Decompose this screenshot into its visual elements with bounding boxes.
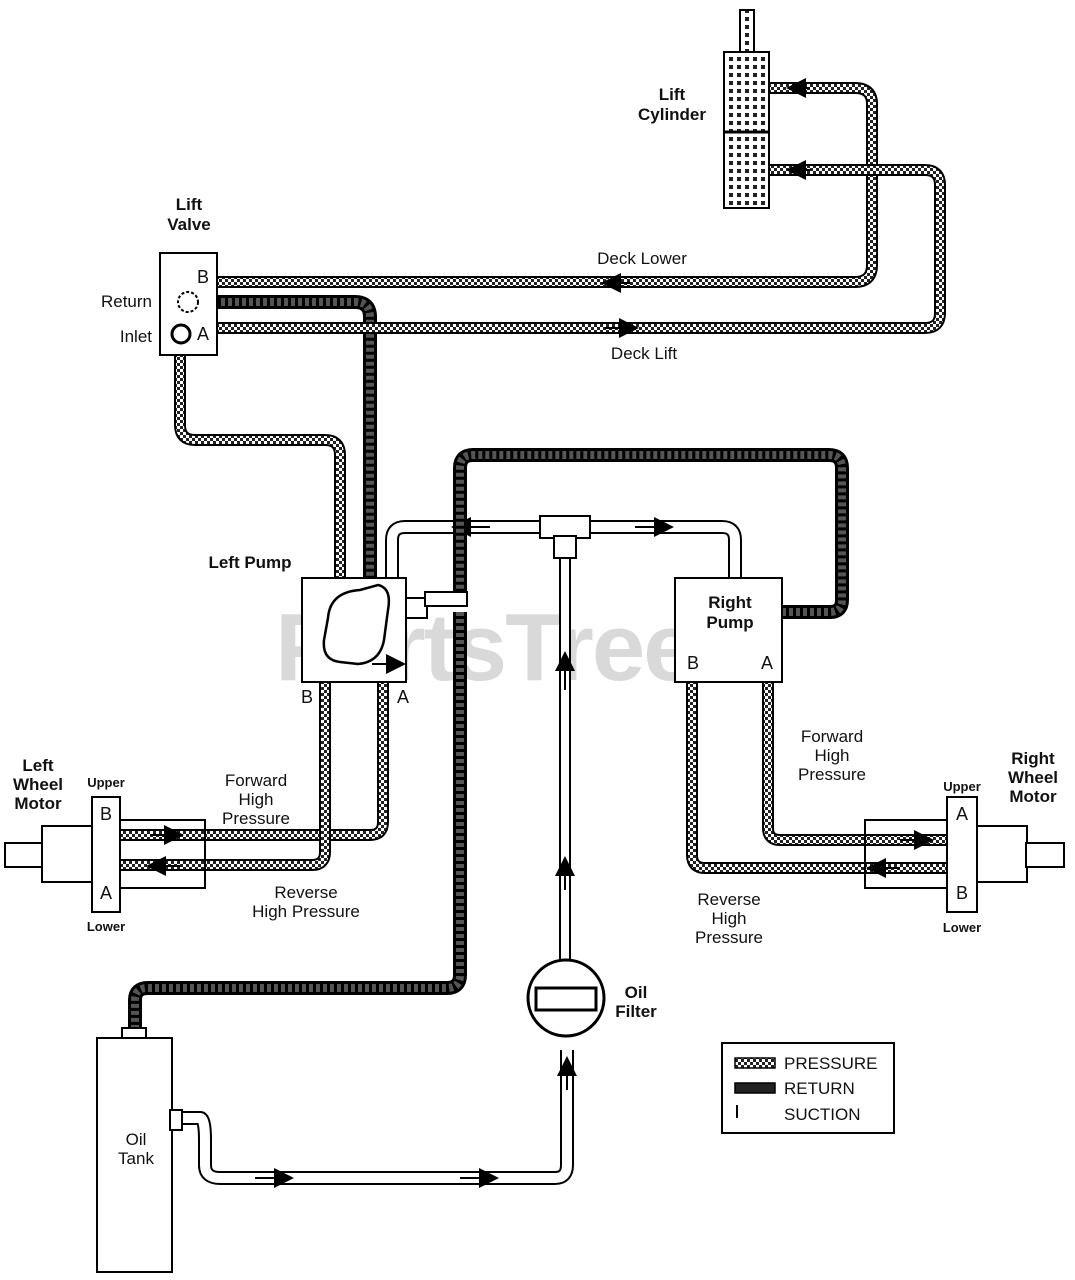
drain-tee: [424, 591, 468, 607]
right-forward-label-2: High: [815, 746, 850, 765]
right-motor-case: [864, 819, 948, 889]
legend: PRESSURE RETURN SUCTION: [721, 1042, 895, 1134]
lift-valve-label-1: Lift: [176, 195, 203, 214]
suction-tee-stem: [553, 535, 577, 559]
right-motor-housing: [976, 825, 1028, 883]
left-motor-port-top: B: [100, 804, 112, 824]
right-motor-port-bottom: B: [956, 883, 968, 903]
right-pump-label-1: Right: [708, 593, 752, 612]
right-forward-label-3: Pressure: [798, 765, 866, 784]
left-motor-label-3: Motor: [14, 794, 62, 813]
pump-drain-fitting: [404, 597, 428, 619]
pressure-arrows: [146, 78, 934, 878]
lift-valve-inlet-label: Inlet: [120, 327, 152, 346]
left-wheel-motor: [4, 796, 206, 913]
right-motor-label-1: Right: [1011, 749, 1055, 768]
lift-valve-return-label: Return: [101, 292, 152, 311]
right-motor-label-2: Wheel: [1008, 768, 1058, 787]
right-motor-label-3: Motor: [1009, 787, 1057, 806]
right-motor-shaft: [1025, 842, 1065, 868]
return-lines: [128, 295, 849, 1036]
left-motor-label-1: Left: [22, 756, 54, 775]
left-motor-lower-label: Lower: [87, 919, 125, 934]
left-forward-label-3: Pressure: [222, 809, 290, 828]
left-reverse-label-2: High Pressure: [252, 902, 360, 921]
cylinder-barrel: [723, 51, 770, 209]
left-motor-port-bottom: A: [100, 883, 112, 903]
oil-tank-body: [96, 1037, 173, 1273]
legend-return-label: RETURN: [784, 1079, 855, 1098]
right-pump-label-2: Pump: [706, 613, 753, 632]
legend-pressure-label: PRESSURE: [784, 1054, 878, 1073]
right-reverse-label-2: High: [712, 909, 747, 928]
right-forward-label-1: Forward: [801, 727, 863, 746]
oil-filter-label-1: Oil: [625, 983, 648, 1002]
oil-filter-label-2: Filter: [615, 1002, 657, 1021]
right-motor-lower-label: Lower: [943, 920, 981, 935]
suction-arrows: [255, 517, 674, 1188]
left-pump-port-a: A: [397, 687, 409, 707]
right-reverse-label-3: Pressure: [695, 928, 763, 947]
left-forward-label-1: Forward: [225, 771, 287, 790]
left-motor-housing: [41, 825, 93, 883]
legend-suction-label: SUCTION: [784, 1105, 861, 1124]
lift-valve-port-b: B: [197, 267, 209, 287]
deck-lower-label: Deck Lower: [597, 249, 687, 268]
lift-cylinder: [723, 9, 770, 209]
left-motor-upper-label: Upper: [87, 775, 125, 790]
left-motor-label-2: Wheel: [13, 775, 63, 794]
left-motor-case: [119, 819, 206, 889]
oil-tank-label-1: Oil: [126, 1130, 147, 1149]
left-pump-port-b: B: [301, 687, 313, 707]
right-motor-port-top: A: [956, 804, 968, 824]
oil-tank-label-2: Tank: [118, 1149, 154, 1168]
lift-valve-port-a: A: [197, 324, 209, 344]
pressure-lines: [108, 82, 962, 874]
lift-cylinder-label-1: Lift: [659, 85, 686, 104]
right-pump-port-a: A: [761, 653, 773, 673]
lift-valve-inlet-port: [170, 323, 192, 345]
right-motor-upper-label: Upper: [943, 779, 981, 794]
lift-valve-return-port: [177, 291, 199, 313]
oil-tank-outlet-fitting: [169, 1109, 183, 1131]
oil-filter-element: [534, 986, 598, 1012]
right-wheel-motor: [864, 796, 1065, 913]
legend-pressure-swatch: [734, 1057, 776, 1069]
lift-valve-label-2: Valve: [167, 215, 211, 234]
left-pump-label: Left Pump: [208, 553, 291, 572]
left-pump-swashplate: [322, 583, 391, 666]
left-forward-label-2: High: [239, 790, 274, 809]
left-motor-shaft: [4, 842, 44, 868]
right-reverse-label-1: Reverse: [697, 890, 760, 909]
suction-tee: [539, 515, 591, 539]
right-pump-port-b: B: [687, 653, 699, 673]
deck-lift-label: Deck Lift: [611, 344, 677, 363]
lift-cylinder-label-2: Cylinder: [638, 105, 706, 124]
right-pump-body: [674, 577, 783, 683]
legend-return-swatch: [734, 1082, 776, 1094]
right-motor-port-block: [946, 796, 978, 913]
left-reverse-label-1: Reverse: [274, 883, 337, 902]
